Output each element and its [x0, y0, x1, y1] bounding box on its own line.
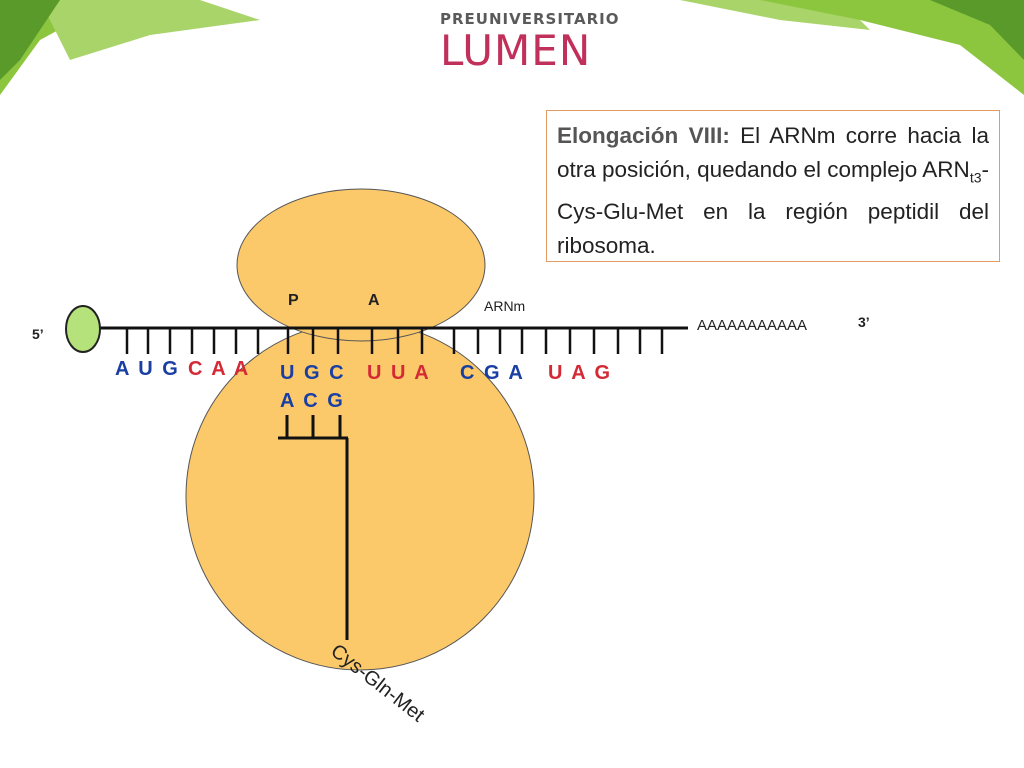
trna-structure [278, 415, 349, 640]
codon-4: U U A [367, 362, 431, 384]
mrna-label: ARNm [484, 298, 526, 314]
logo-subtitle: PREUNIVERSITARIO [440, 10, 620, 28]
leaf-decoration-right [680, 0, 1024, 95]
a-site-label: A [368, 292, 380, 309]
codon-2: C A A [188, 358, 251, 380]
five-prime-label: 5’ [32, 326, 44, 342]
codon-5: C G A [460, 362, 525, 384]
description-subscript: t3 [969, 169, 982, 186]
description-text-part2: -Cys-Glu-Met en la región peptidil del r… [557, 157, 989, 258]
ribosome-small-subunit [236, 188, 486, 342]
anticodon: A C G [280, 390, 345, 412]
codon-6: U A G [548, 362, 613, 384]
description-heading: Elongación VIII: [557, 123, 730, 148]
five-prime-cap [65, 305, 101, 353]
codon-1: A U G [115, 358, 180, 380]
description-box: Elongación VIII: El ARNm corre hacia la … [546, 110, 1000, 262]
leaf-decoration-left [0, 0, 260, 95]
poly-a-tail: AAAAAAAAAAA [697, 317, 808, 334]
three-prime-label: 3’ [858, 314, 870, 330]
codon-ticks [125, 328, 664, 354]
p-site-label: P [288, 292, 299, 309]
description-text-part1: El ARNm corre hacia la otra posición, qu… [557, 123, 989, 182]
codon-3: U G C [280, 362, 346, 384]
logo-title: LUMEN [440, 26, 592, 75]
